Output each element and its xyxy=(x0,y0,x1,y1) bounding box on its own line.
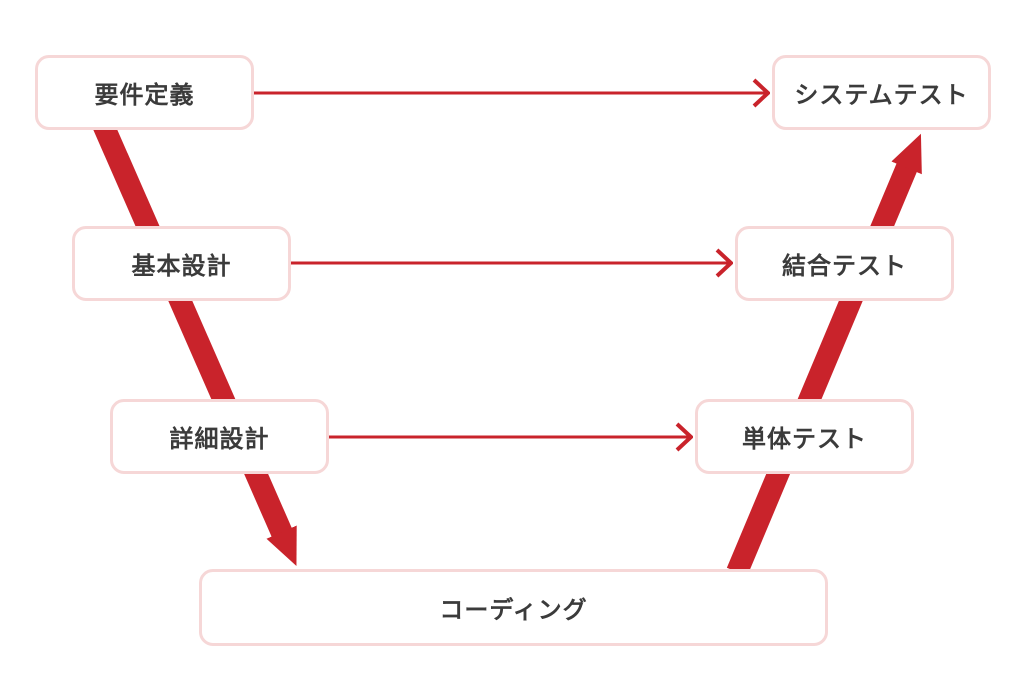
node-integration-test: 結合テスト xyxy=(735,226,954,301)
node-integration-test-label: 結合テスト xyxy=(782,253,907,280)
node-system-test: システムテスト xyxy=(772,55,991,130)
node-system-test-label: システムテスト xyxy=(794,82,969,109)
node-coding: コーディング xyxy=(199,569,828,646)
node-detailed-design-label: 詳細設計 xyxy=(169,426,270,453)
node-requirements: 要件定義 xyxy=(35,55,254,130)
node-coding-label: コーディング xyxy=(439,597,588,624)
node-basic-design: 基本設計 xyxy=(72,226,291,301)
node-requirements-label: 要件定義 xyxy=(94,82,195,109)
node-unit-test: 単体テスト xyxy=(695,399,914,474)
node-detailed-design: 詳細設計 xyxy=(110,399,329,474)
node-unit-test-label: 単体テスト xyxy=(742,426,867,453)
node-basic-design-label: 基本設計 xyxy=(131,253,232,280)
